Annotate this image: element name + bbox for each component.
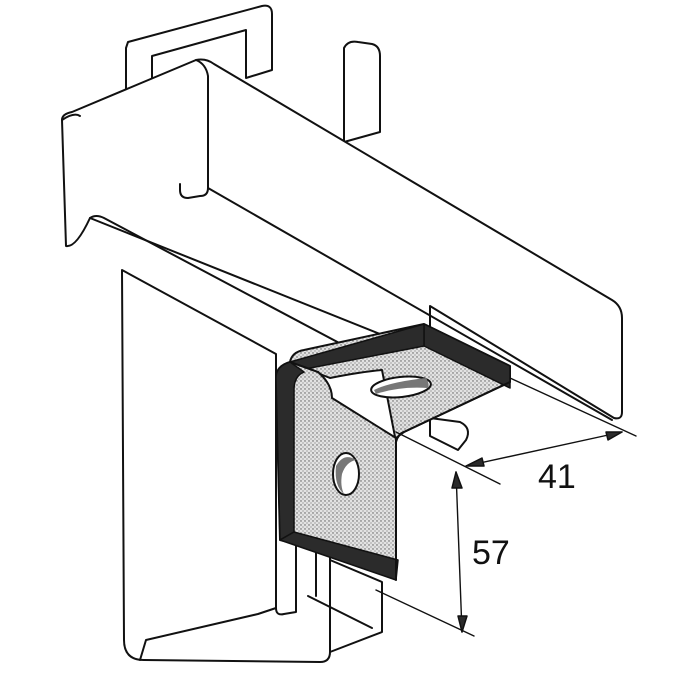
lower-vertical-channel [121, 269, 383, 663]
dimension-height-label: 57 [472, 534, 510, 572]
channel-lip [429, 417, 469, 451]
dimension-width-label: 41 [538, 458, 576, 496]
horizontal-channel [61, 58, 623, 421]
dimension-height: 57 [375, 471, 510, 637]
angle-bracket [275, 323, 511, 581]
dimension-width: 41 [395, 377, 637, 496]
